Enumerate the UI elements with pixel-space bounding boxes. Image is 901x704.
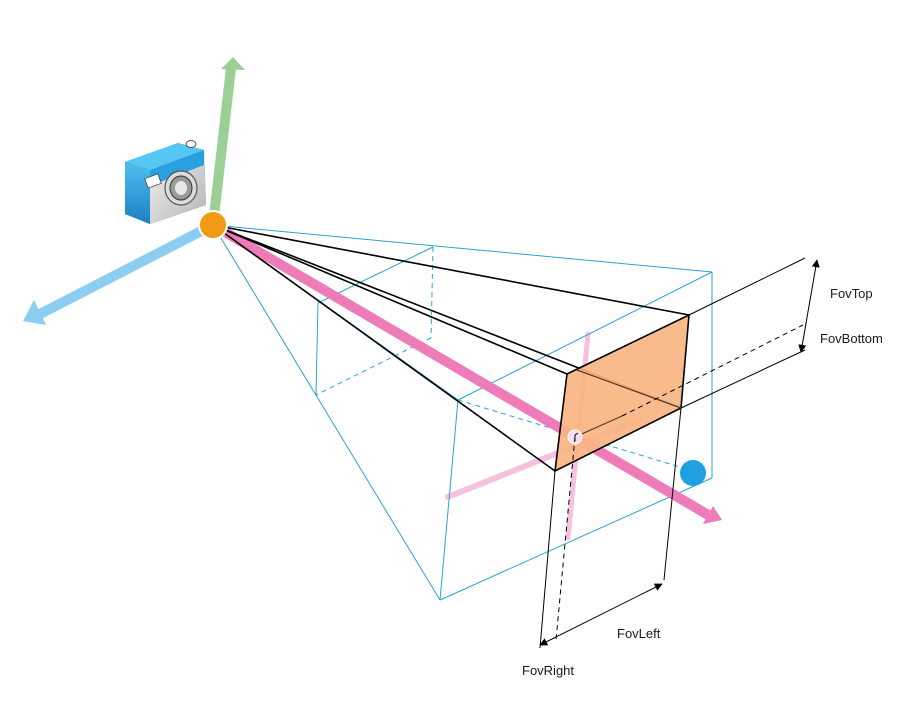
fov-horizontal-measure	[539, 407, 682, 649]
fov-right-label: FovRight	[522, 663, 574, 678]
target-point	[680, 460, 706, 486]
fov-vertical-measure	[621, 257, 820, 417]
camera-origin-point	[198, 210, 228, 240]
fov-plane-center-line	[574, 415, 623, 438]
up-axis	[208, 57, 245, 226]
fov-top-label: FovTop	[830, 286, 873, 301]
forward-axis	[210, 220, 722, 524]
side-axis	[23, 220, 216, 325]
fov-bottom-label: FovBottom	[820, 331, 883, 346]
fov-plane	[554, 313, 690, 473]
fov-plane-inner-edge	[576, 369, 682, 409]
fov-left-label: FovLeft	[617, 626, 661, 641]
camera-icon	[125, 140, 206, 224]
